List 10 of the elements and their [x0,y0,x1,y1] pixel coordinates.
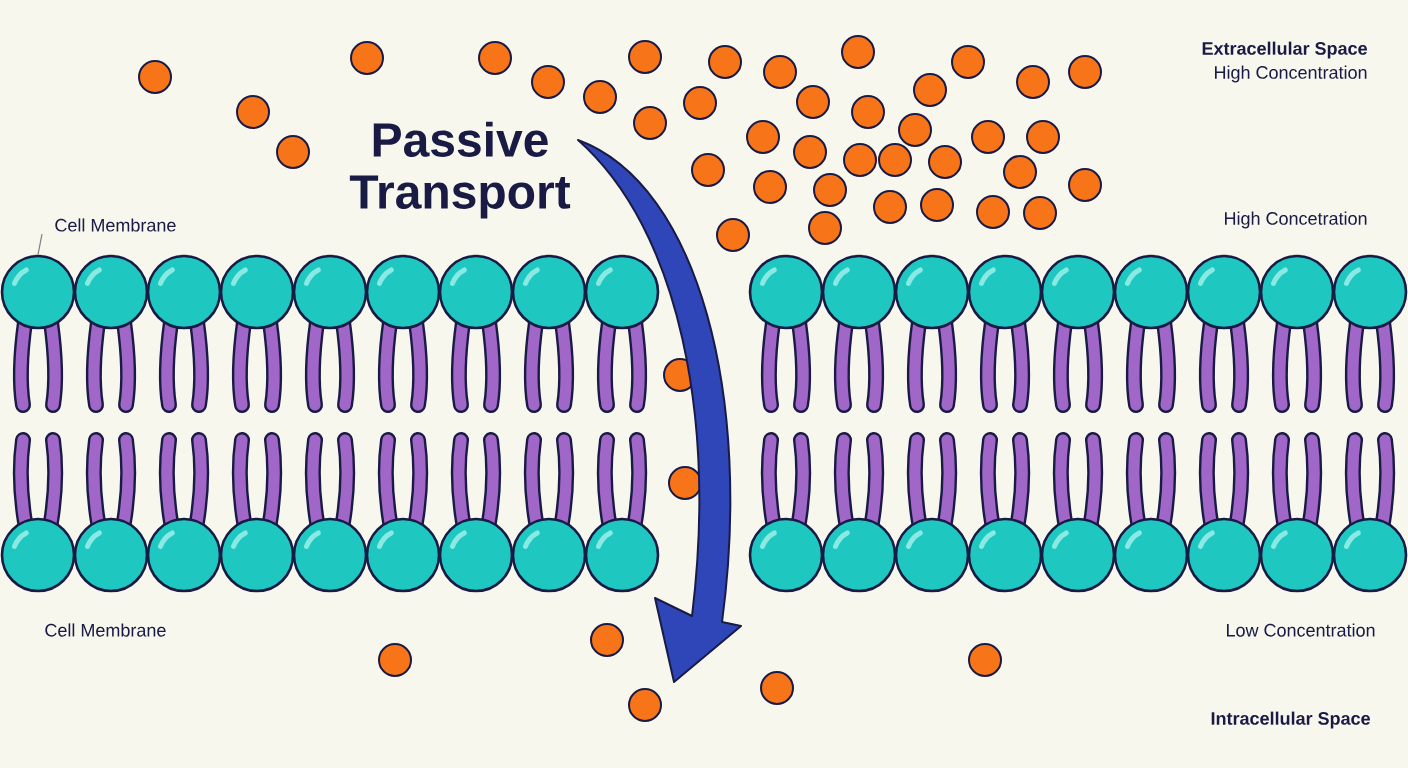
side-label: High Concetration [1225,211,1367,229]
title: Passive Transport [349,121,571,219]
region-heading: Extracellular Space [1202,41,1367,59]
membrane-label: Cell Membrane [55,218,176,232]
leader-line [37,233,43,256]
side-label: Cell Membrane [45,623,166,637]
region-heading: Intracellular Space [1211,711,1370,729]
side-label: Low Concentration [1227,623,1375,637]
side-label: High Concentration [1215,65,1367,83]
lipid-head [0,254,76,330]
